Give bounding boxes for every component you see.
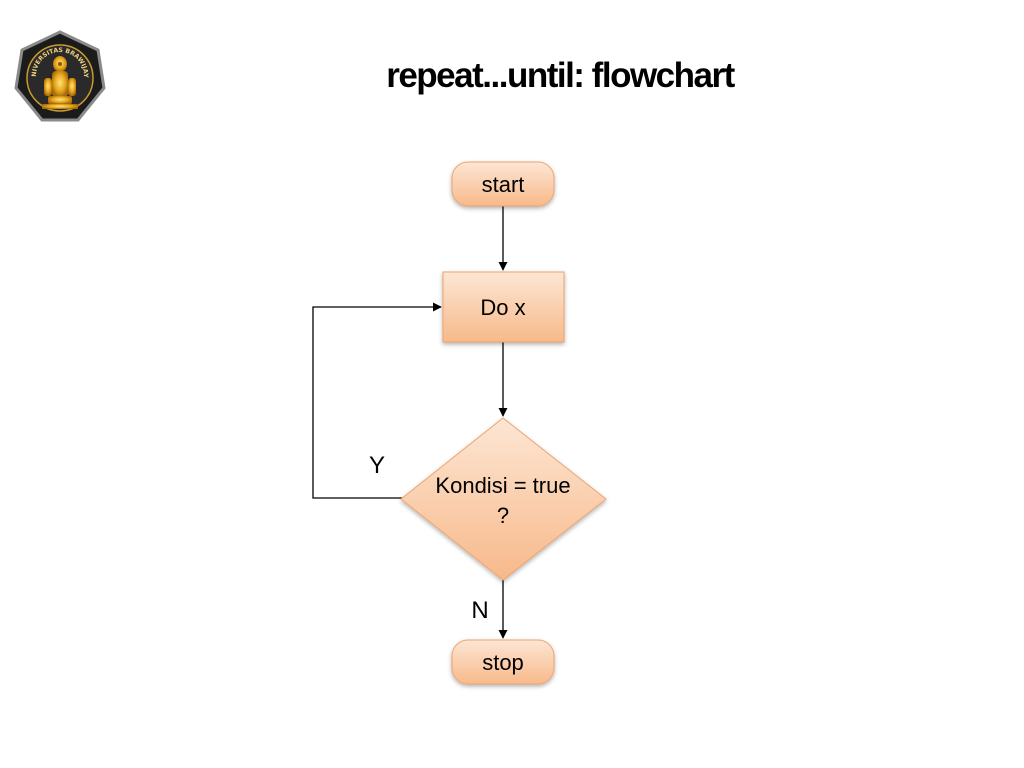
yes-label: Y xyxy=(369,452,385,479)
no-label: N xyxy=(471,597,488,624)
arrow-loop-back xyxy=(312,302,442,499)
stop-label: stop xyxy=(482,650,524,675)
university-seal-icon: UNIVERSITAS BRAWIJAYA xyxy=(14,30,106,122)
start-node xyxy=(451,161,555,207)
start-label: start xyxy=(482,172,525,197)
process-label: Do x xyxy=(480,295,525,320)
decision-label-line2: ? xyxy=(497,503,509,528)
process-node xyxy=(442,271,565,343)
page-title: repeat...until: flowchart xyxy=(386,56,735,95)
stop-node xyxy=(451,639,555,685)
decision-node xyxy=(400,417,607,581)
decision-label-line1: Kondisi = true xyxy=(435,473,570,498)
